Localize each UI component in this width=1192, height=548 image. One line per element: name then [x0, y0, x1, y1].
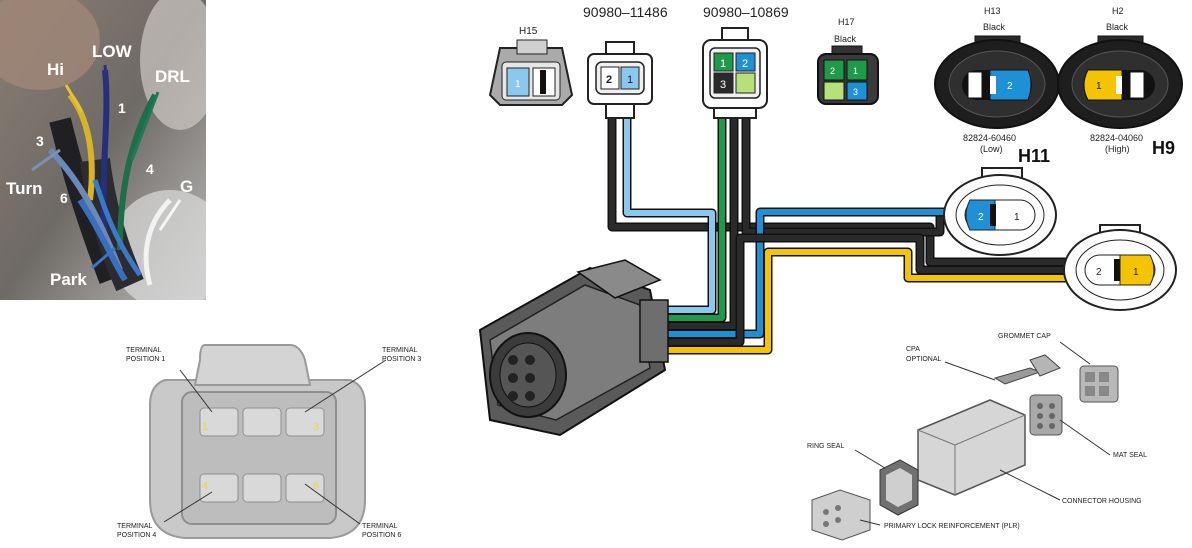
terminal-pos4-line2: POSITION 4: [117, 532, 156, 539]
wire-black-11486: [607, 115, 1080, 267]
part-11486-pin2: 2: [606, 74, 612, 86]
wire-black-10869: [660, 115, 739, 331]
mat-seal-label: MAT SEAL: [1113, 452, 1147, 459]
terminal-num-1: 1: [202, 421, 208, 433]
plr-label: PRIMARY LOCK REINFORCEMENT (PLR): [884, 523, 1020, 530]
connector-90980-10869: 90980–10869 1 2 3: [702, 4, 789, 119]
terminal-num-4: 4: [202, 480, 208, 492]
wiring-harness: [607, 115, 1080, 355]
wire-green-10869: [660, 115, 727, 323]
terminal-pos1-line2: POSITION 1: [126, 356, 165, 363]
photo-label-hi: Hi: [47, 60, 64, 79]
terminal-num-3: 3: [313, 421, 319, 433]
part-11486-pin1: 1: [627, 74, 633, 86]
photo-label-pin6: 6: [60, 190, 68, 206]
wiring-photo: Hi LOW DRL 1 3 Turn 6 4 G Park: [0, 0, 206, 300]
photo-label-pin4: 4: [146, 161, 154, 177]
h17-pin3: 3: [853, 87, 858, 97]
photo-label-park: Park: [50, 270, 87, 289]
h9-part: 82824-04060: [1090, 133, 1143, 143]
connector-h17: H17 Black 2 1 3: [817, 17, 879, 105]
ring-seal-label: RING SEAL: [807, 443, 844, 450]
part-11486-label: 90980–11486: [583, 4, 668, 20]
h11-part: 82824-60460: [963, 133, 1016, 143]
h11-sub: (Low): [980, 144, 1003, 154]
terminal-pos4-line1: TERMINAL: [117, 523, 153, 530]
h13-color: Black: [983, 22, 1006, 32]
h9-pin1: 1: [1133, 267, 1139, 278]
h9-name: H9: [1152, 138, 1175, 158]
wire-black-ground: [660, 233, 1080, 347]
terminal-num-6: 6: [313, 480, 319, 492]
h2-label: H2: [1112, 6, 1124, 16]
h15-pin: 1: [515, 79, 521, 90]
connector-h13: H13 Black 2 82824-60460 (Low) H11: [934, 6, 1060, 166]
h11-name: H11: [1018, 146, 1050, 166]
photo-label-drl: DRL: [155, 67, 190, 86]
photo-label-pin1: 1: [118, 100, 126, 116]
h2-pin: 1: [1096, 81, 1102, 92]
wire-black2-10869: [741, 115, 945, 237]
photo-label-g: G: [180, 177, 193, 196]
exploded-view: GROMMET CAP CPA OPTIONAL MAT SEAL RING S…: [807, 333, 1147, 541]
wire-blue-h11: [660, 207, 945, 339]
h11-pin2: 2: [978, 212, 984, 223]
cpa-optional-label: OPTIONAL: [906, 356, 942, 363]
connector-housing-label: CONNECTOR HOUSING: [1062, 498, 1142, 505]
terminal-position-diagram: 1 3 4 6 TERMINAL POSITION 1 TERMINAL POS…: [117, 344, 421, 539]
connector-90980-11486: 90980–11486 2 1: [583, 4, 668, 119]
wire-yellow-h9: [660, 247, 1080, 355]
h17-pin2: 2: [830, 66, 835, 76]
photo-label-turn: Turn: [6, 179, 43, 198]
main-6pin-connector: [478, 259, 669, 437]
terminal-pos3-line1: TERMINAL: [382, 347, 418, 354]
connector-h2: H2 Black 1 82824-04060 (High) H9: [1057, 6, 1183, 158]
h17-label: H17: [838, 17, 855, 27]
cpa-label: CPA: [906, 346, 920, 353]
terminal-pos1-line1: TERMINAL: [126, 347, 162, 354]
terminal-pos3-line2: POSITION 3: [382, 356, 421, 363]
h17-pin1: 1: [853, 66, 858, 76]
h2-color: Black: [1106, 22, 1129, 32]
part-10869-label: 90980–10869: [703, 4, 789, 20]
connector-h11-body: 2 1: [943, 167, 1057, 256]
h9-pin2: 2: [1096, 267, 1102, 278]
part-10869-pin3: 3: [720, 79, 726, 91]
terminal-pos6-line2: POSITION 6: [362, 532, 401, 539]
h13-label: H13: [984, 6, 1001, 16]
wire-lightblue-11486: [622, 115, 717, 315]
photo-label-low: LOW: [92, 42, 133, 61]
connector-h9-body: 2 1: [1063, 224, 1177, 311]
part-10869-pin1: 1: [720, 58, 726, 70]
part-10869-pin2: 2: [742, 58, 748, 70]
connector-h15: H15 1: [488, 26, 574, 106]
terminal-pos6-line1: TERMINAL: [362, 523, 398, 530]
h11-pin1: 1: [1014, 212, 1020, 223]
h17-color: Black: [834, 34, 857, 44]
grommet-cap-label: GROMMET CAP: [998, 333, 1051, 340]
h15-label: H15: [519, 26, 538, 37]
h9-sub: (High): [1105, 144, 1130, 154]
photo-label-pin3: 3: [36, 133, 44, 149]
h13-pin: 2: [1007, 81, 1013, 92]
